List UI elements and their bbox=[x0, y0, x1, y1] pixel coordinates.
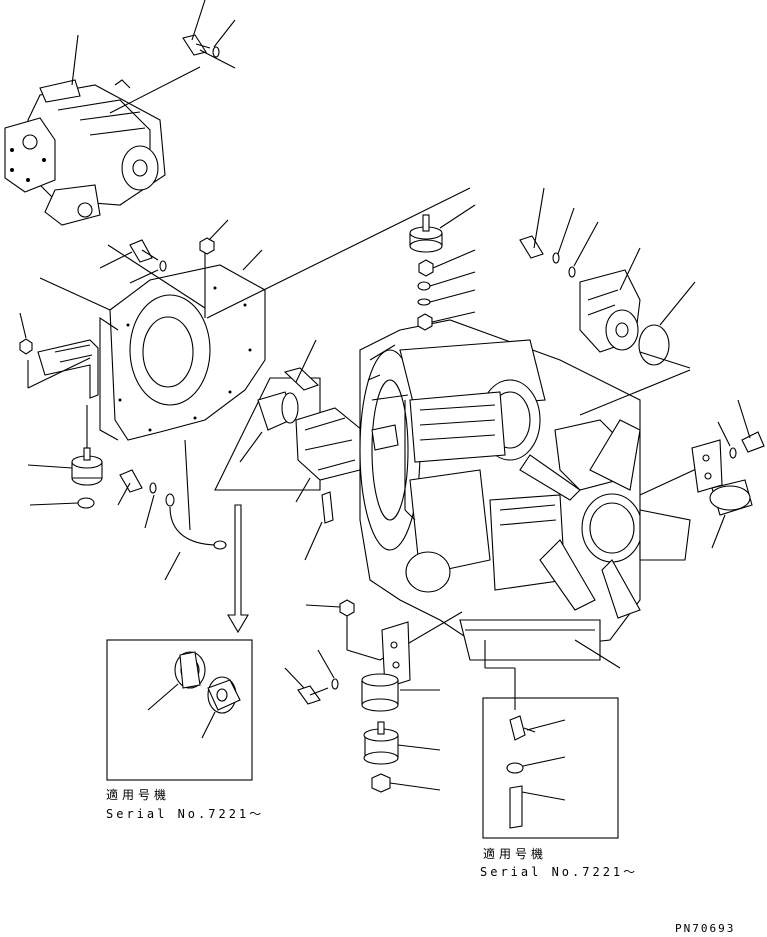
arrow-to-inset bbox=[227, 504, 249, 634]
inset-box-left bbox=[106, 639, 253, 781]
hydraulic-pump bbox=[4, 34, 201, 226]
flywheel-housing bbox=[39, 187, 471, 531]
coupling bbox=[214, 339, 363, 561]
alternator bbox=[519, 187, 696, 369]
inset-right-title: 適用号機 bbox=[483, 847, 548, 861]
mount-bracket-left bbox=[19, 312, 99, 399]
bolts-lower-left bbox=[117, 469, 227, 581]
engine-mount-lower bbox=[284, 599, 440, 712]
inset-box-right bbox=[482, 697, 619, 839]
rubber-mount-lower bbox=[363, 721, 441, 793]
inset-left-title: 適用号機 bbox=[106, 788, 171, 802]
rubber-mount-left bbox=[27, 405, 103, 509]
engine-mount-top bbox=[409, 204, 476, 331]
inset-left-serial: Serial No.7221～ bbox=[106, 807, 265, 821]
engine-assembly bbox=[359, 319, 721, 710]
inset-right-serial: Serial No.7221～ bbox=[480, 865, 639, 879]
housing-bolts bbox=[99, 219, 229, 284]
drawing-number: PN70693 bbox=[675, 922, 736, 935]
engine-mount-right bbox=[691, 399, 765, 549]
bolt-top bbox=[182, 0, 236, 69]
